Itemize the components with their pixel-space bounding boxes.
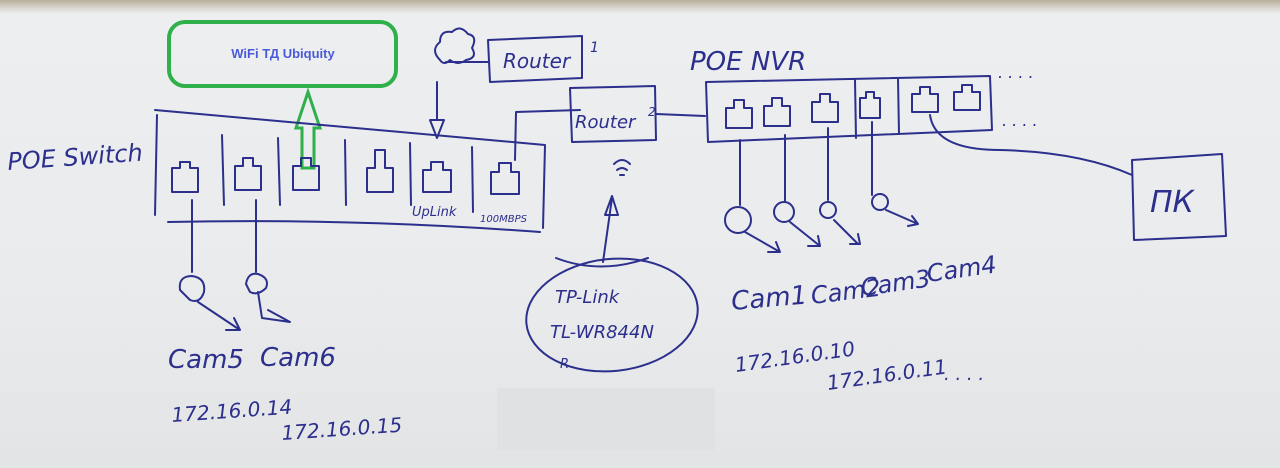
switch-ports <box>171 149 520 195</box>
arrow-down-icon <box>429 81 445 139</box>
camera-label: Cam5 <box>168 345 244 375</box>
tplink-model-brand: TP-Link <box>555 287 621 308</box>
poe-nvr: POE NVR . . . . . . . . <box>690 47 1133 176</box>
camera-label: Cam6 <box>260 343 336 373</box>
callout-box <box>167 20 398 88</box>
arrow-up-icon <box>602 195 619 263</box>
nvr-more-ports-bottom: . . . . <box>1002 111 1038 130</box>
camera-label: Cam4 <box>925 250 998 287</box>
camera-label: Cam3 <box>859 264 932 301</box>
arrow-up-icon <box>293 87 323 170</box>
router2-label: Router <box>575 112 637 133</box>
router1-index: 1 <box>590 40 599 56</box>
pc: ПК <box>1131 153 1227 241</box>
camera-label: Cam1 <box>730 280 808 317</box>
router1-label: Router <box>503 49 572 73</box>
router-1: Router 1 <box>487 35 599 83</box>
tplink-router: TP-Link TL-WR844N R <box>525 257 699 373</box>
switch-cameras: Cam5 Cam6 172.16.0.14 172.16.0.15 <box>168 199 403 445</box>
poe-switch: POE Switch UpLink 100MBPS <box>6 81 581 233</box>
nvr-label: POE NVR <box>690 47 806 77</box>
poe-switch-label: POE Switch <box>6 139 143 176</box>
camera-ip: 172.16.0.15 <box>281 413 403 445</box>
speed-label: 100MBPS <box>480 214 528 225</box>
nvr-cameras: Cam1 Cam2 Cam3 Cam4 172.16.0.10 172.16.0… <box>724 121 998 395</box>
router2-index: 2 <box>648 105 656 119</box>
callout-label: WiFi ТД Ubiquity <box>231 46 335 61</box>
tplink-model-number: TL-WR844N <box>550 322 654 343</box>
blurred-region <box>497 388 715 450</box>
cloud-icon <box>434 27 489 64</box>
ip-more: . . . . <box>944 364 984 385</box>
uplink-label: UpLink <box>412 205 457 220</box>
camera-ip: 172.16.0.14 <box>171 395 293 427</box>
wifi-ap-callout: WiFi ТД Ubiquity <box>167 20 398 170</box>
nvr-more-ports-top: . . . . <box>998 63 1034 82</box>
wifi-signal-icon <box>613 159 631 176</box>
router-2: Router 2 <box>569 85 706 143</box>
tplink-note: R <box>560 357 569 372</box>
pc-label: ПК <box>1150 185 1196 220</box>
